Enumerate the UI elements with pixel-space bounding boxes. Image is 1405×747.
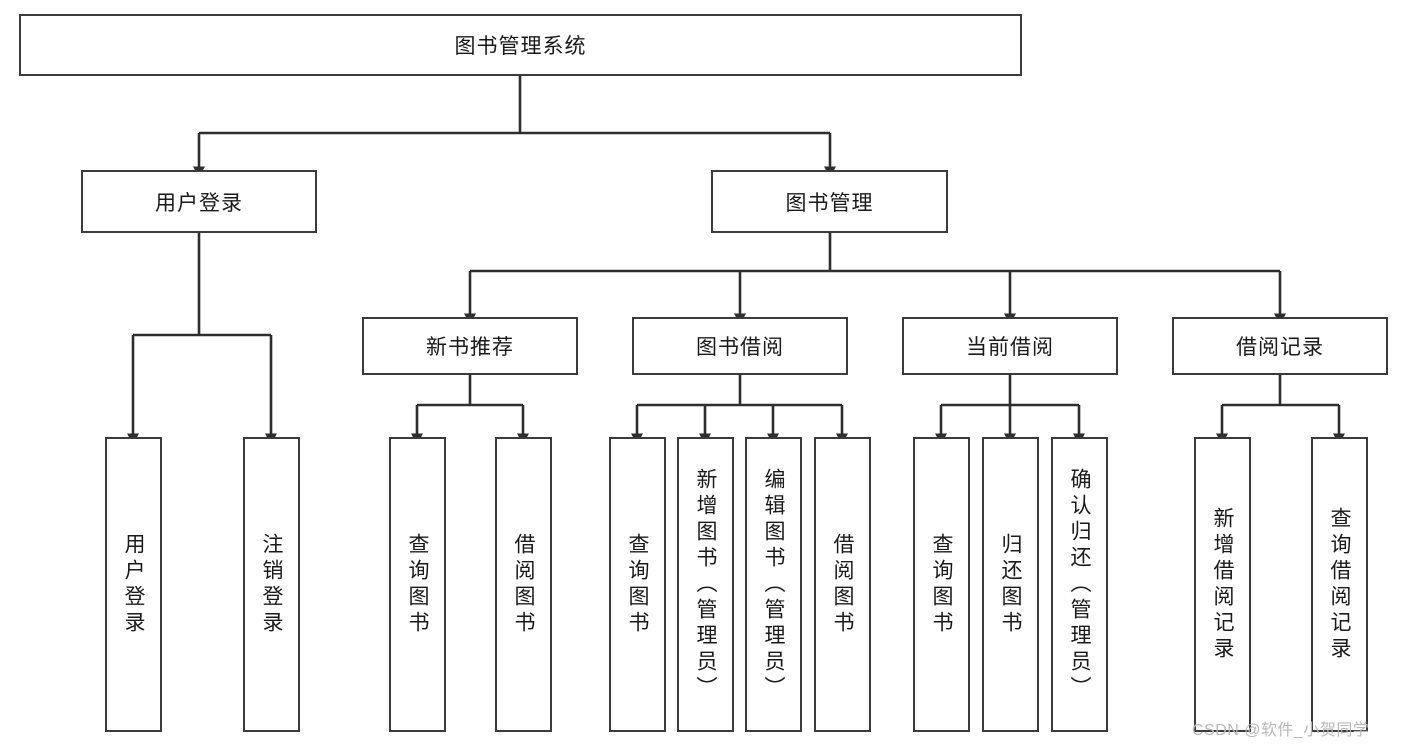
node-label: 当前借阅 xyxy=(966,336,1054,359)
node-label: 图书管理 xyxy=(785,191,874,215)
node-label: 新增图书（管理员） xyxy=(694,467,717,702)
node-label: 借阅图书 xyxy=(831,532,854,637)
node-label: 归还图书 xyxy=(999,532,1022,637)
node-label: 查询借阅记录 xyxy=(1328,506,1351,663)
leaf-user-login-signin[interactable]: 用户登录 xyxy=(105,437,162,732)
leaf-borrow-record-add[interactable]: 新增借阅记录 xyxy=(1194,437,1251,732)
node-borrow-record[interactable]: 借阅记录 xyxy=(1172,317,1388,375)
node-label: 新增借阅记录 xyxy=(1211,506,1234,663)
node-label: 编辑图书（管理员） xyxy=(762,467,785,702)
node-label: 用户登录 xyxy=(155,191,243,215)
node-book-borrow[interactable]: 图书借阅 xyxy=(632,317,848,375)
node-label: 图书借阅 xyxy=(696,336,784,359)
leaf-book-borrow-add[interactable]: 新增图书（管理员） xyxy=(677,437,734,732)
node-root-system[interactable]: 图书管理系统 xyxy=(19,14,1022,76)
node-label: 新书推荐 xyxy=(426,336,514,359)
node-label: 借阅图书 xyxy=(512,532,535,637)
node-book-management[interactable]: 图书管理 xyxy=(711,170,948,233)
leaf-user-login-signout[interactable]: 注销登录 xyxy=(243,437,300,732)
node-label: 查询图书 xyxy=(406,532,429,637)
leaf-book-borrow-edit[interactable]: 编辑图书（管理员） xyxy=(745,437,802,732)
node-label: 查询图书 xyxy=(930,532,953,637)
leaf-current-borrow-return[interactable]: 归还图书 xyxy=(982,437,1039,732)
node-label: 图书管理系统 xyxy=(454,35,587,58)
node-label: 查询图书 xyxy=(626,532,649,637)
leaf-book-borrow-borrow[interactable]: 借阅图书 xyxy=(814,437,871,732)
leaf-new-book-query[interactable]: 查询图书 xyxy=(389,437,446,732)
node-label: 确认归还（管理员） xyxy=(1068,467,1091,702)
node-label: 用户登录 xyxy=(122,532,145,637)
leaf-current-borrow-query[interactable]: 查询图书 xyxy=(913,437,970,732)
node-user-login[interactable]: 用户登录 xyxy=(81,170,317,233)
node-label: 借阅记录 xyxy=(1236,336,1324,359)
watermark-text: CSDN @软件_小贺同学 xyxy=(1192,722,1370,739)
node-label: 注销登录 xyxy=(260,532,283,637)
node-new-book-recommend[interactable]: 新书推荐 xyxy=(362,317,578,375)
node-current-borrow[interactable]: 当前借阅 xyxy=(902,317,1118,375)
leaf-current-borrow-confirm-return[interactable]: 确认归还（管理员） xyxy=(1051,437,1108,732)
leaf-book-borrow-query[interactable]: 查询图书 xyxy=(609,437,666,732)
leaf-borrow-record-query[interactable]: 查询借阅记录 xyxy=(1311,437,1368,732)
leaf-new-book-borrow[interactable]: 借阅图书 xyxy=(495,437,552,732)
